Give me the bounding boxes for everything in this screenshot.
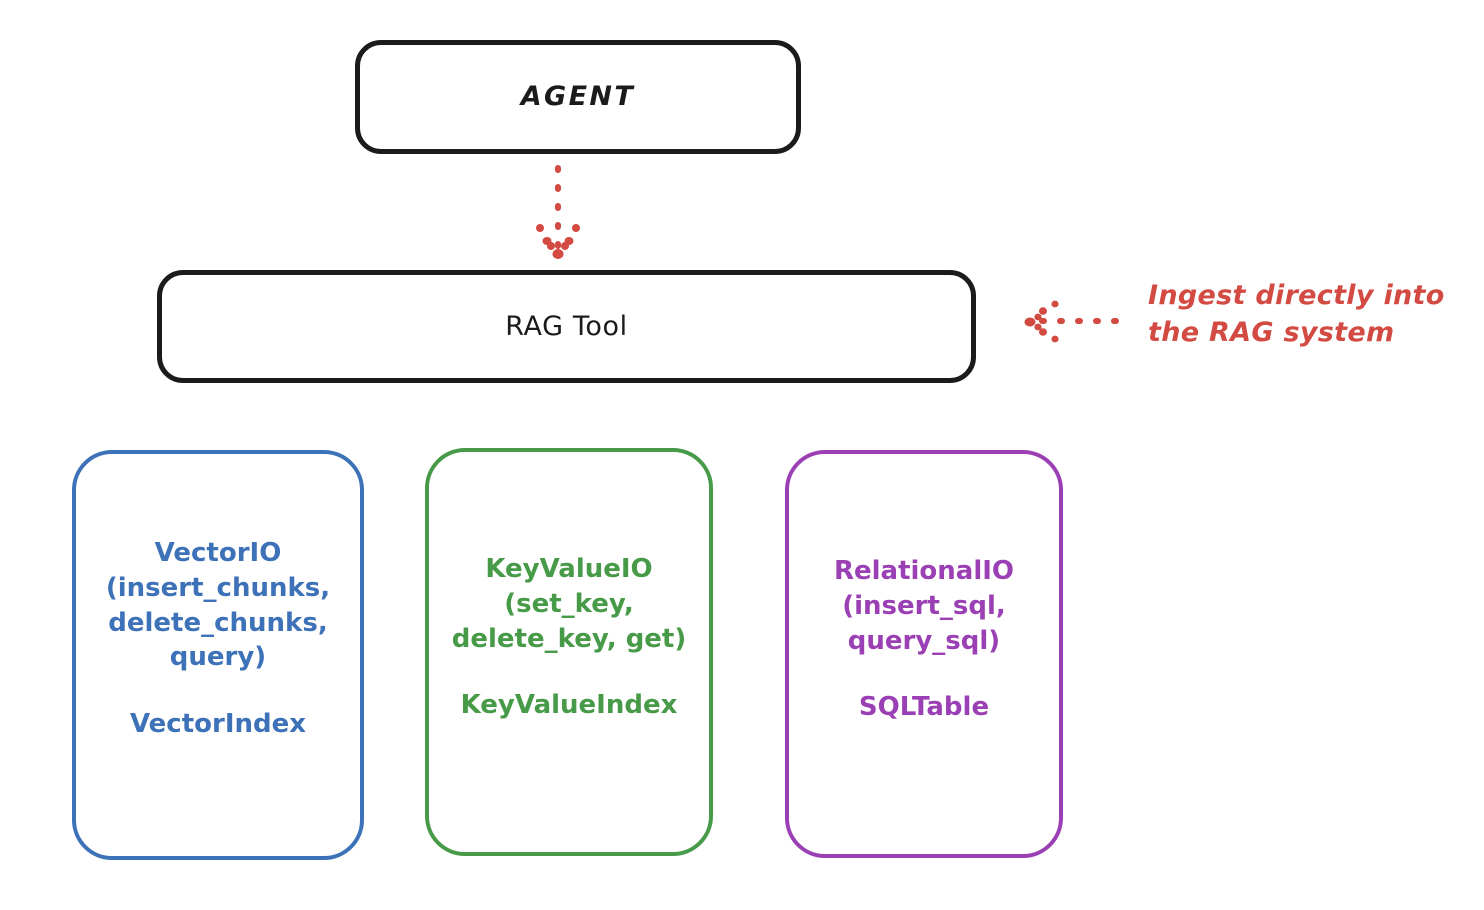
node-relational-io-index-label: SQLTable [858, 692, 990, 723]
connector-ingest-to-rag-tool-icon [1024, 300, 1119, 343]
node-relational-io-api-label: RelationalIO (insert_sql, query_sql) [833, 556, 1015, 656]
node-key-value-io-api-label: KeyValueIO (set_key, delete_key, get) [451, 554, 687, 654]
node-vector-io-index-label: VectorIndex [129, 709, 307, 740]
node-agent[interactable]: AGENT [355, 40, 801, 154]
annotation-ingest-directly: Ingest directly into the RAG system [1148, 280, 1445, 348]
connector-agent-to-rag-tool-icon [536, 165, 580, 259]
node-rag-tool-label: RAG Tool [505, 310, 628, 342]
node-key-value-io-index-label: KeyValueIndex [460, 690, 678, 721]
node-key-value-io-content: KeyValueIO (set_key, delete_key, get) Ke… [429, 552, 709, 720]
node-agent-label: AGENT [520, 81, 636, 113]
node-rag-tool[interactable]: RAG Tool [157, 270, 976, 383]
node-relational-io[interactable]: RelationalIO (insert_sql, query_sql) SQL… [785, 450, 1063, 858]
node-relational-io-content: RelationalIO (insert_sql, query_sql) SQL… [789, 554, 1059, 722]
node-key-value-io[interactable]: KeyValueIO (set_key, delete_key, get) Ke… [425, 448, 713, 856]
node-vector-io-api-label: VectorIO (insert_chunks, delete_chunks, … [105, 538, 331, 673]
node-vector-io[interactable]: VectorIO (insert_chunks, delete_chunks, … [72, 450, 364, 860]
node-vector-io-content: VectorIO (insert_chunks, delete_chunks, … [76, 536, 360, 739]
